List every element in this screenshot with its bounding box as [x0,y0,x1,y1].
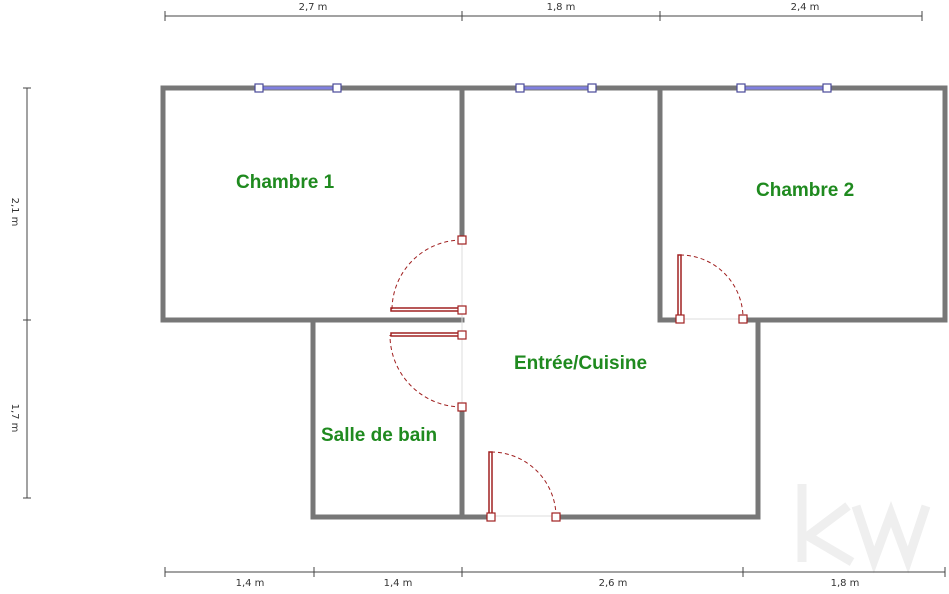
dim-bottom-4: 1,8 m [831,578,860,589]
dim-bottom-3: 2,6 m [599,578,628,589]
dim-left-1: 2,1 m [9,198,20,227]
windows [254,83,832,93]
dim-top-2: 1,8 m [547,2,576,13]
dim-top-1: 2,7 m [299,2,328,13]
dimension-lines [23,11,946,577]
walls [160,85,948,520]
watermark-logo [797,484,931,574]
dim-bottom-2: 1,4 m [384,578,413,589]
room-label-entree-cuisine: Entrée/Cuisine [514,353,647,374]
dim-left-2: 1,7 m [9,404,20,433]
room-label-chambre-1: Chambre 1 [236,172,335,193]
dim-top-3: 2,4 m [791,2,820,13]
room-label-salle-de-bain: Salle de bain [321,425,437,446]
room-label-chambre-2: Chambre 2 [756,180,854,201]
doors [389,235,748,522]
dim-bottom-1: 1,4 m [236,578,265,589]
